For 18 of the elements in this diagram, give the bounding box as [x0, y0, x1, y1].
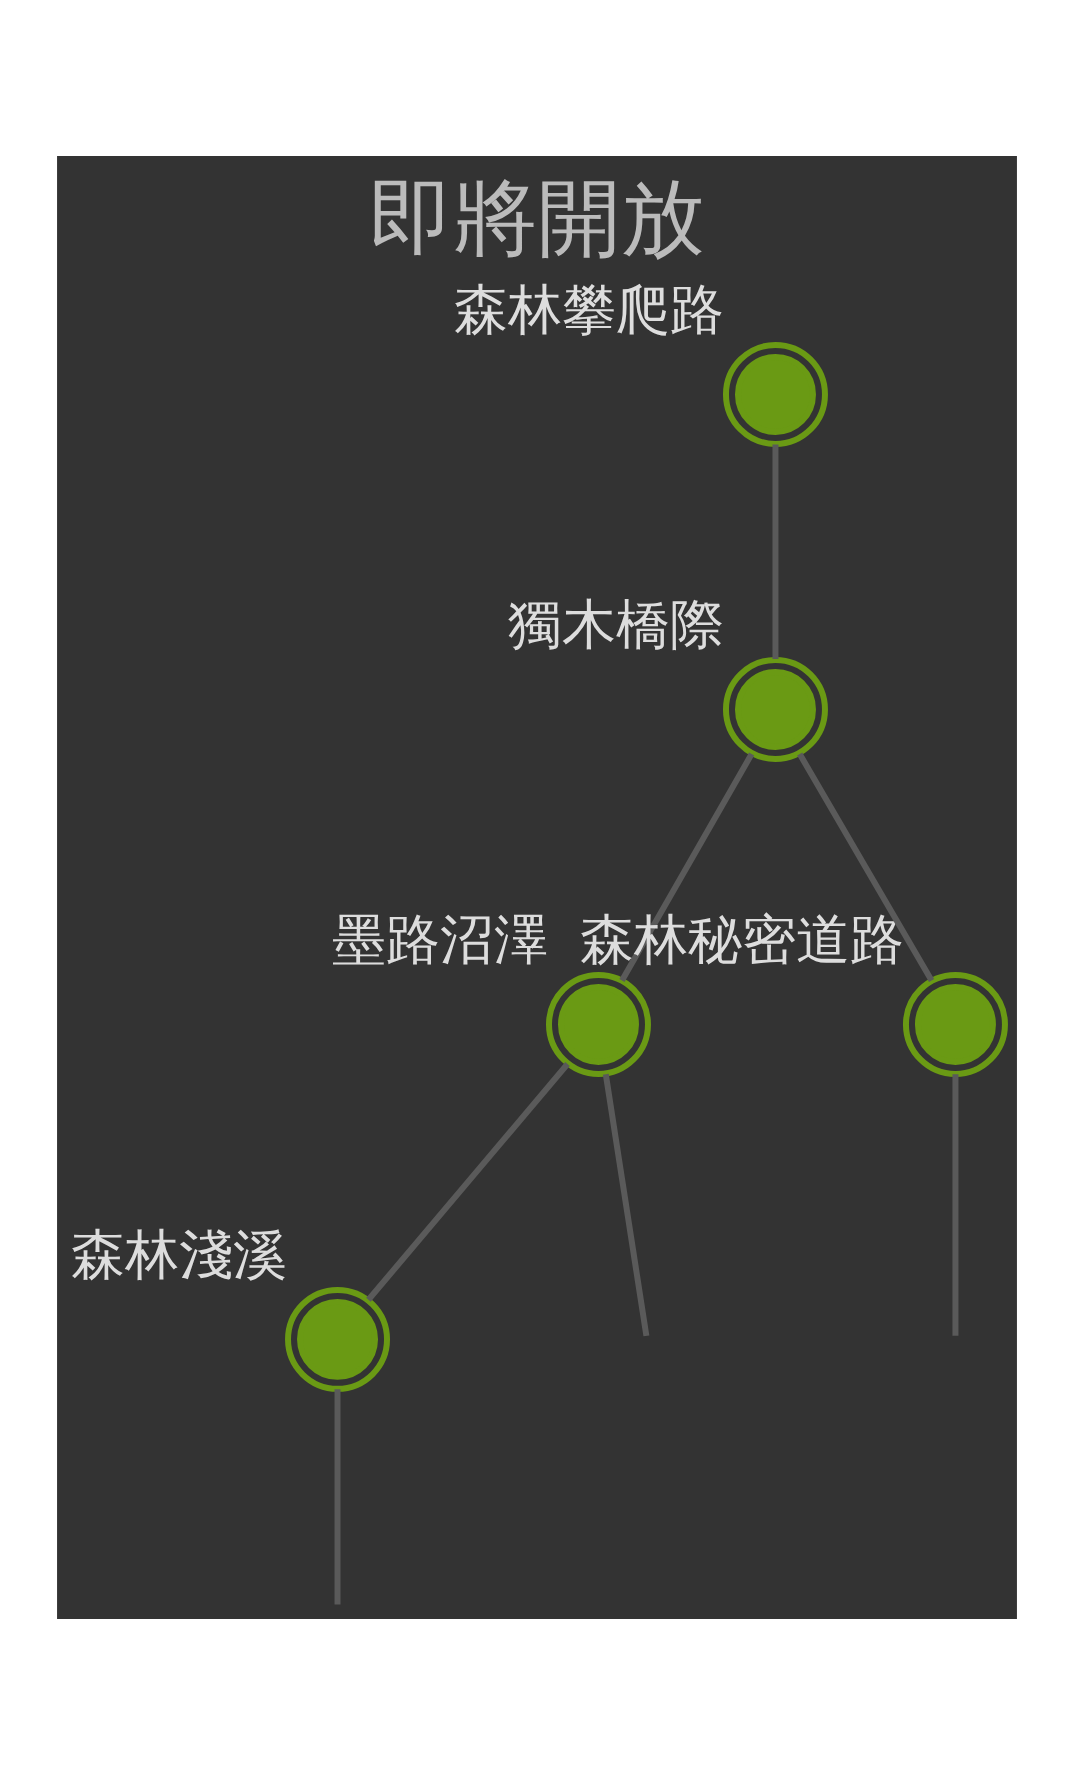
- connector: [334, 1389, 340, 1605]
- node-circle: [722, 656, 828, 762]
- node-circle: [284, 1286, 390, 1392]
- node-label: 獨木橋際: [507, 593, 724, 657]
- node-label: 森林淺溪: [70, 1223, 287, 1287]
- connector: [951, 1074, 958, 1336]
- diagram-title: 即將開放: [368, 169, 705, 268]
- node-label: 森林攀爬路: [453, 278, 724, 342]
- connector: [618, 752, 754, 982]
- node-label: 森林秘密道路: [579, 908, 904, 972]
- connector: [771, 444, 778, 660]
- node-circle: [545, 971, 651, 1077]
- connector: [796, 752, 934, 982]
- node-circle: [902, 971, 1008, 1077]
- connector: [602, 1073, 649, 1337]
- node-label: 墨路沼澤: [331, 908, 548, 972]
- node-circle: [722, 342, 828, 447]
- connector: [365, 1062, 570, 1302]
